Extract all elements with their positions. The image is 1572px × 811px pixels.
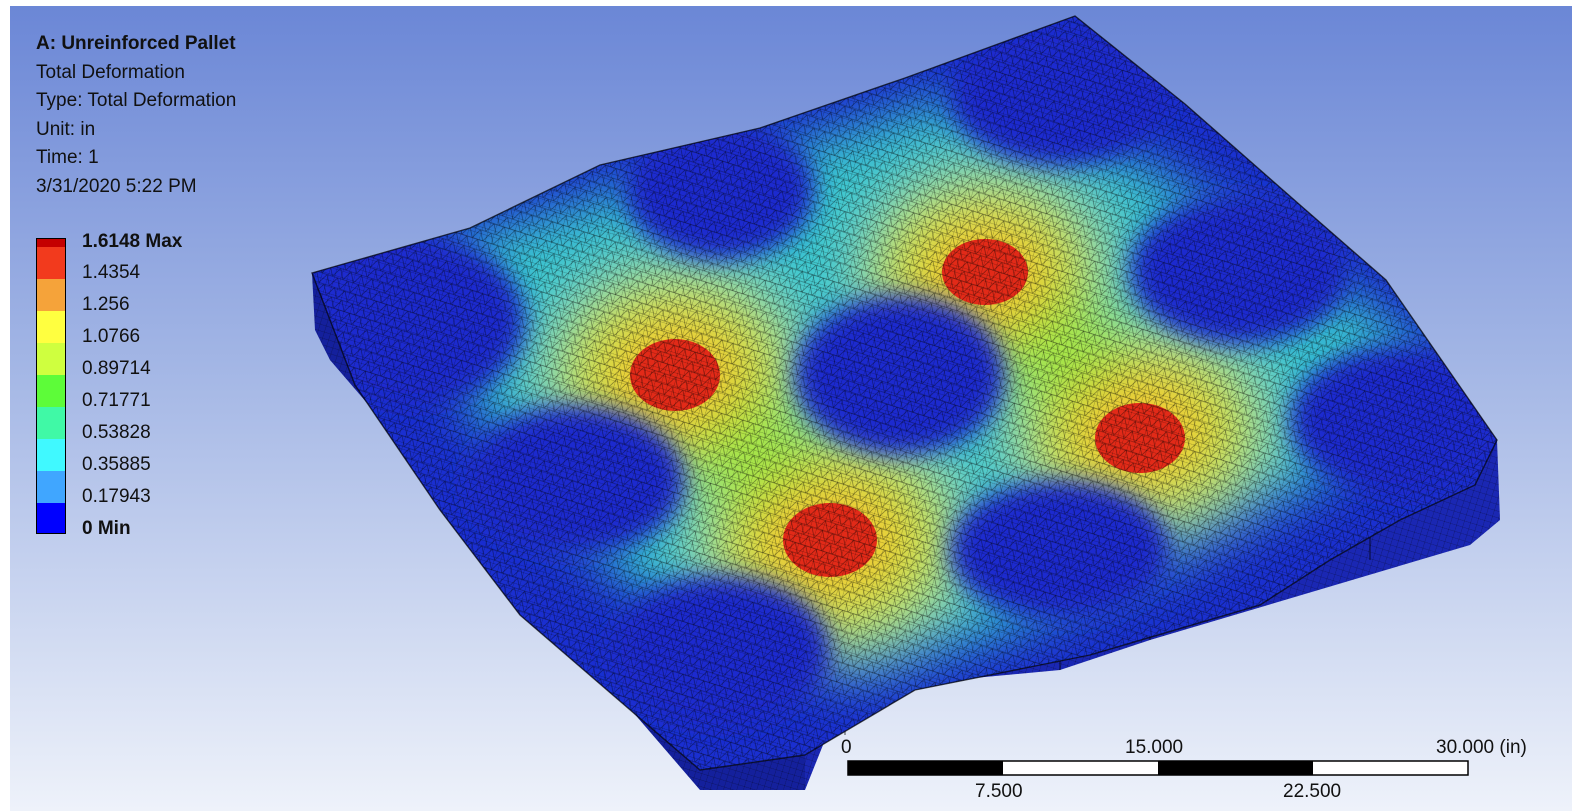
scale-label-22-5: 22.500	[1283, 781, 1342, 802]
scale-label-0: 0	[841, 737, 852, 758]
legend-label[interactable]: 0.35885	[82, 454, 151, 475]
scale-label-15: 15.000	[1125, 737, 1184, 758]
legend-band	[37, 247, 65, 279]
legend-band	[37, 471, 65, 503]
legend-band	[37, 343, 65, 375]
legend-band-max	[37, 239, 65, 247]
legend-label[interactable]: 1.4354	[82, 262, 141, 283]
scale-label-30: 30.000 (in)	[1436, 737, 1527, 758]
legend-band	[37, 279, 65, 311]
scale-label-7-5: 7.500	[975, 781, 1023, 802]
legend-color-bar	[36, 238, 66, 534]
legend-band-min	[37, 503, 65, 533]
result-info: A: Unreinforced Pallet Total Deformation…	[36, 30, 236, 202]
legend-band	[37, 439, 65, 471]
result-name: Total Deformation	[36, 61, 185, 83]
legend-label[interactable]: 0.17943	[82, 486, 151, 507]
analysis-title: A: Unreinforced Pallet	[36, 33, 236, 54]
result-unit: Unit: in	[36, 118, 96, 140]
legend-band	[37, 375, 65, 407]
legend-label[interactable]: 0.89714	[82, 358, 151, 379]
legend-min-label[interactable]: 0 Min	[82, 518, 131, 539]
result-timestamp: 3/31/2020 5:22 PM	[36, 175, 197, 197]
legend-band	[37, 407, 65, 439]
legend-label[interactable]: 0.71771	[82, 390, 151, 411]
legend-band	[37, 311, 65, 343]
legend-label[interactable]: 1.256	[82, 294, 130, 315]
legend-max-label[interactable]: 1.6148 Max	[82, 231, 183, 252]
result-type: Type: Total Deformation	[36, 90, 237, 112]
legend-label[interactable]: 0.53828	[82, 422, 151, 443]
result-time: Time: 1	[36, 147, 99, 169]
legend-label[interactable]: 1.0766	[82, 326, 141, 347]
